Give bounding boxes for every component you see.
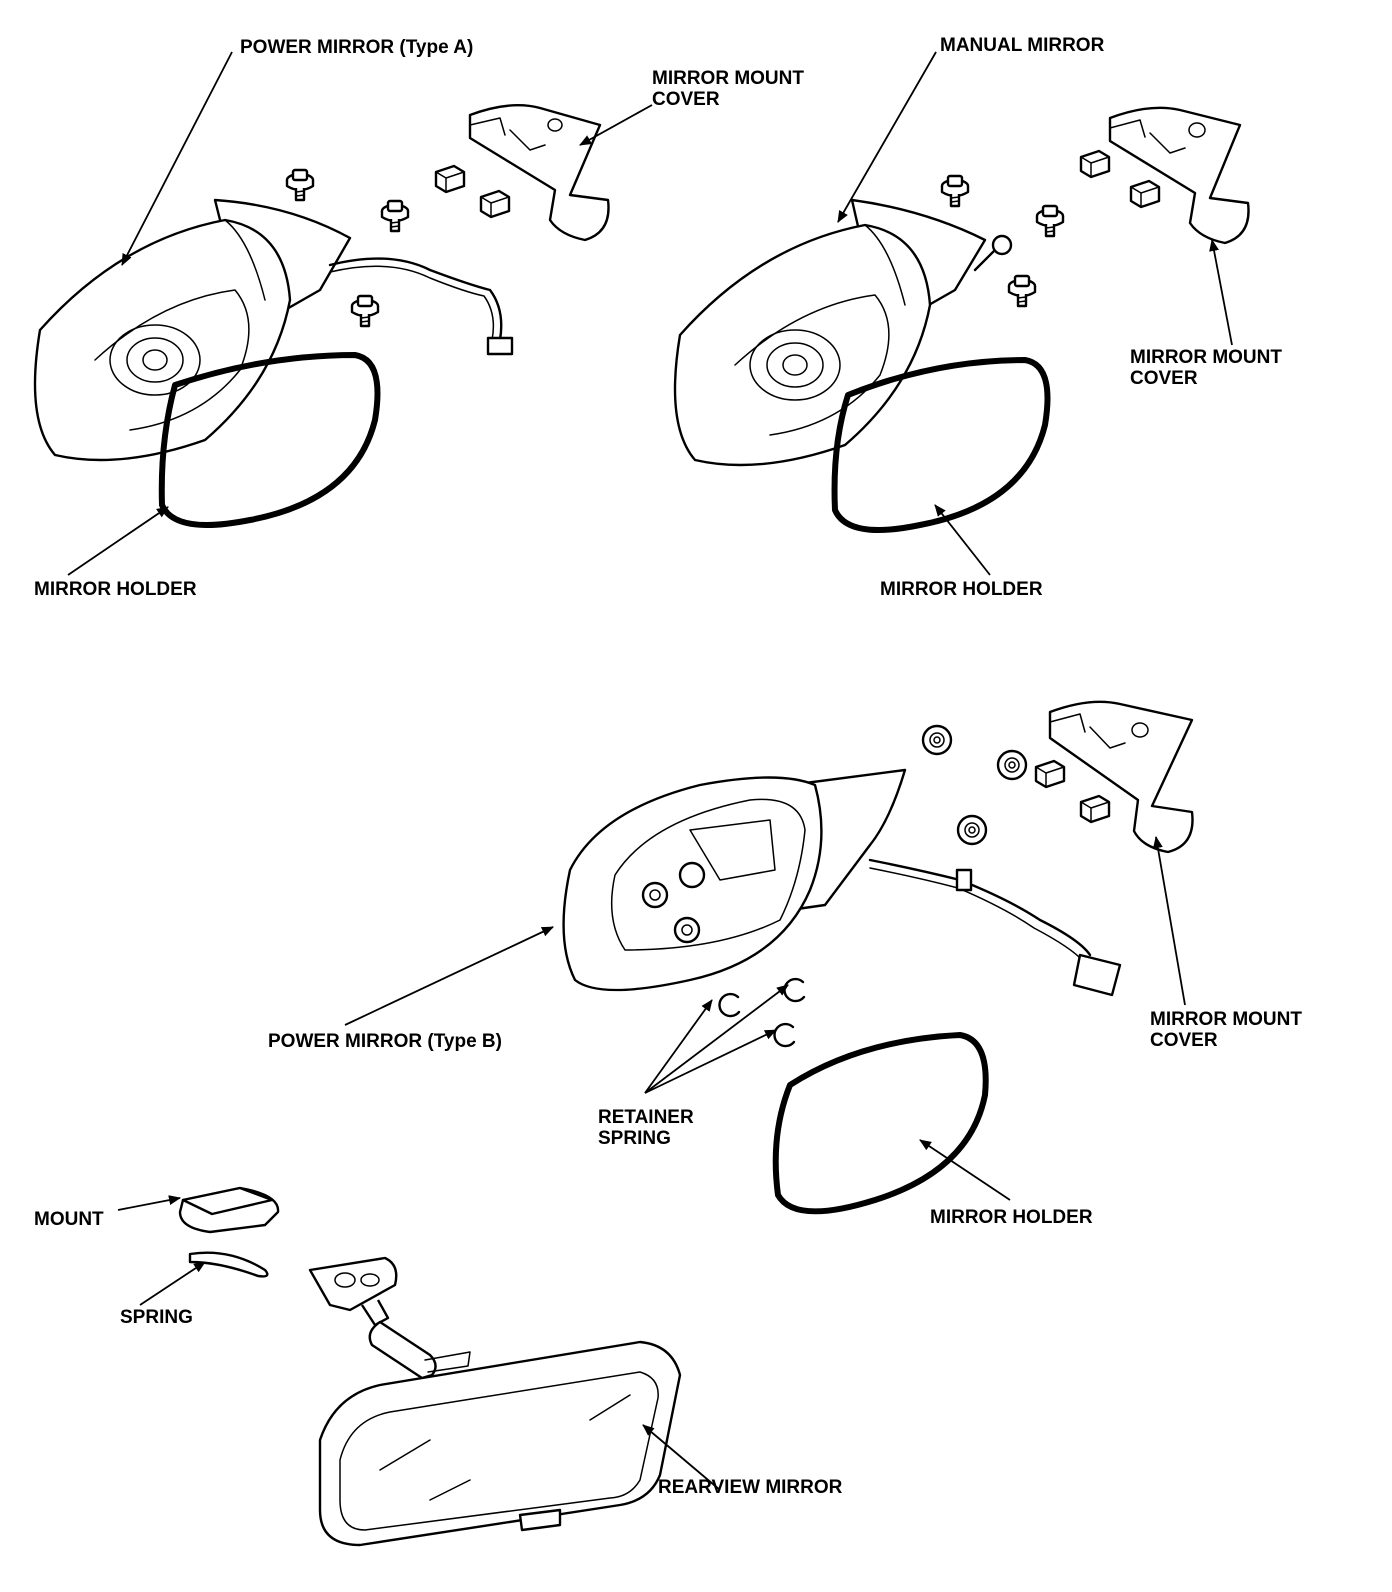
label-spring: SPRING (120, 1307, 193, 1328)
leader-lines (67, 51, 1233, 1491)
label-mount: MOUNT (34, 1209, 104, 1230)
label-mirror-mount-cover-manual: MIRROR MOUNT COVER (1130, 347, 1282, 389)
label-retainer-spring: RETAINER SPRING (598, 1107, 694, 1149)
power-mirror-type-b (562, 700, 1194, 1215)
label-mirror-mount-cover-b: MIRROR MOUNT COVER (1150, 1009, 1302, 1051)
label-manual-mirror: MANUAL MIRROR (940, 35, 1105, 56)
label-mirror-holder-b: MIRROR HOLDER (930, 1207, 1093, 1228)
manual-mirror (673, 106, 1250, 533)
label-rearview-mirror: REARVIEW MIRROR (658, 1477, 843, 1498)
label-power-mirror-type-a: POWER MIRROR (Type A) (240, 37, 474, 58)
label-power-mirror-type-b: POWER MIRROR (Type B) (268, 1031, 502, 1052)
power-mirror-type-a (33, 104, 610, 528)
rearview-mirror-assembly (178, 1186, 682, 1547)
label-mirror-holder-a: MIRROR HOLDER (34, 579, 197, 600)
label-mirror-mount-cover-a: MIRROR MOUNT COVER (652, 68, 804, 110)
label-mirror-holder-manual: MIRROR HOLDER (880, 579, 1043, 600)
